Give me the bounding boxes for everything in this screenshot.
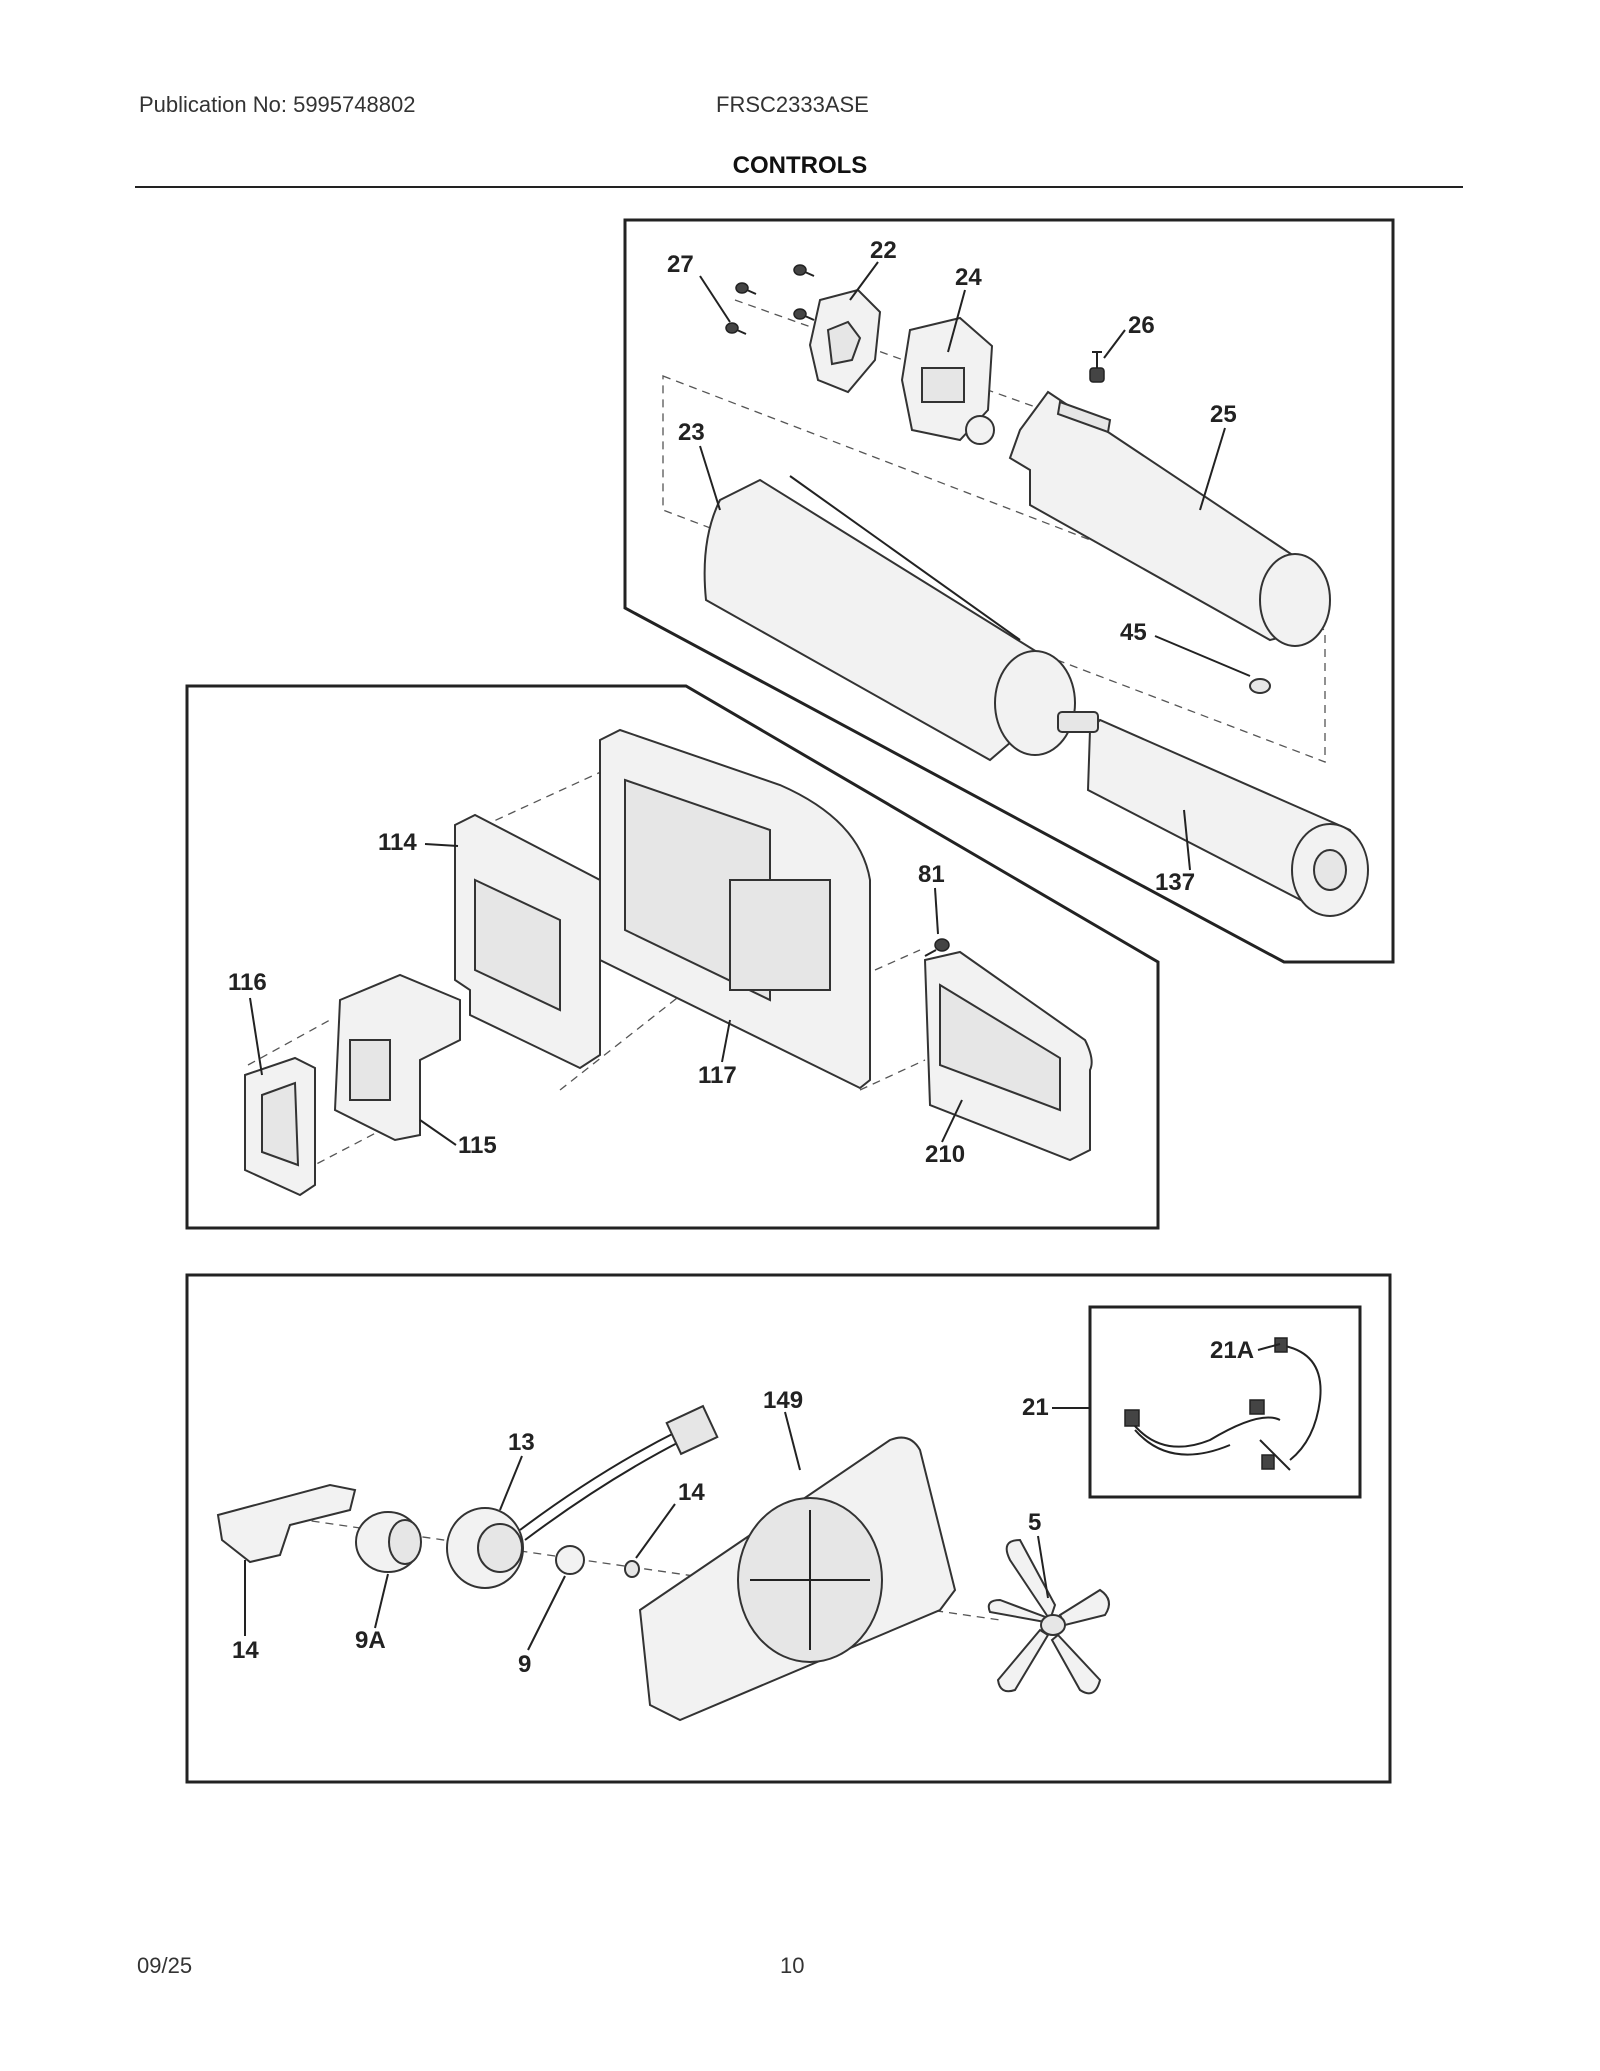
washer-icon (624, 1560, 640, 1578)
label-114: 114 (378, 829, 417, 856)
knob-icon (1089, 351, 1105, 383)
wiring-harness-inset (1088, 1305, 1362, 1499)
leader-line (499, 1455, 523, 1511)
fan-motor-face (477, 1523, 523, 1573)
screw-icon (725, 322, 747, 335)
cover-slot (1056, 400, 1112, 434)
label-22: 22 (870, 237, 897, 264)
model-number: FRSC2333ASE (716, 92, 869, 117)
housing-ridge (789, 475, 1021, 641)
leader-line (699, 445, 721, 511)
leader-line (1183, 809, 1191, 871)
publication-number: Publication No: 5995748802 (139, 92, 416, 117)
exploded-guide (874, 949, 921, 971)
label-149: 149 (763, 1387, 803, 1414)
filter-head-detail (921, 367, 965, 403)
filter-cartridge-stem (1057, 711, 1099, 733)
leader-line (1103, 329, 1126, 359)
wiring-harness (1124, 1337, 1322, 1471)
exploded-guide (469, 764, 617, 833)
label-14: 14 (232, 1637, 259, 1664)
leader-line (934, 887, 939, 935)
screw-icon (735, 282, 757, 295)
fan-blade (987, 1538, 1110, 1695)
motor-cable (524, 1439, 684, 1541)
switch-detail (349, 1039, 391, 1101)
leader-line (1199, 427, 1226, 511)
label-23: 23 (678, 419, 705, 446)
label-9a: 9A (355, 1627, 386, 1654)
label-27: 27 (667, 251, 694, 278)
leader-line (784, 1411, 801, 1471)
label-45: 45 (1120, 619, 1147, 646)
housing-compartment (729, 879, 831, 991)
filter-cartridge-cap (1313, 849, 1347, 891)
label-81: 81 (918, 861, 945, 888)
motor-bracket (216, 1483, 357, 1564)
motor-bearing-face (388, 1519, 422, 1565)
footer-date: 09/25 (137, 1953, 193, 1978)
exploded-guide (859, 1059, 926, 1091)
leader-line (374, 1573, 389, 1629)
leader-line (721, 1019, 731, 1063)
leader-line (527, 1575, 566, 1651)
label-210: 210 (925, 1141, 965, 1168)
label-13: 13 (508, 1429, 535, 1456)
dispenser-controls-panel (185, 684, 1160, 1230)
exploded-guide (662, 375, 1326, 763)
screw-icon (793, 264, 815, 277)
filter-housing-panel (623, 218, 1395, 964)
leader-line (419, 1119, 457, 1146)
header-rule (135, 186, 1463, 188)
leader-line (947, 289, 966, 353)
screw-icon (924, 938, 950, 957)
label-9: 9 (518, 1651, 531, 1678)
label-137: 137 (1155, 869, 1195, 896)
leader-line (1154, 635, 1251, 677)
label-24: 24 (955, 264, 982, 291)
label-117: 117 (698, 1062, 737, 1089)
filter-head-port (965, 415, 995, 445)
exploded-guide (559, 979, 701, 1091)
leader-line (699, 275, 731, 323)
screw-icon (793, 308, 815, 321)
housing-tube-opening (994, 650, 1076, 756)
label-14: 14 (678, 1479, 705, 1506)
leader-line (424, 843, 459, 847)
leader-line (1257, 1343, 1281, 1351)
label-21a: 21A (1210, 1337, 1254, 1364)
leader-line (249, 997, 263, 1076)
actuator-housing-interior (474, 878, 561, 1012)
label-116: 116 (228, 969, 267, 996)
motor-cable (519, 1429, 681, 1531)
leader-line (849, 261, 879, 301)
label-21: 21 (1022, 1394, 1049, 1421)
label-115: 115 (458, 1132, 497, 1159)
grommet-icon (555, 1545, 585, 1575)
bracket-detail (826, 320, 862, 366)
leader-line (1037, 1535, 1049, 1599)
leader-line (635, 1503, 676, 1559)
section-title: CONTROLS (732, 152, 868, 179)
switch-frame-window (261, 1081, 300, 1167)
label-5: 5 (1028, 1509, 1041, 1536)
motor-connector (665, 1404, 719, 1456)
label-26: 26 (1128, 312, 1155, 339)
page-number: 10 (780, 1953, 805, 1978)
label-25: 25 (1210, 401, 1237, 428)
leader-line (941, 1099, 963, 1143)
dispenser-trim-interior (939, 983, 1061, 1112)
fan-assembly-panel (185, 1273, 1392, 1784)
o-ring-icon (1249, 678, 1271, 694)
exploded-guide (247, 1019, 331, 1066)
filter-cover-opening (1259, 553, 1331, 647)
